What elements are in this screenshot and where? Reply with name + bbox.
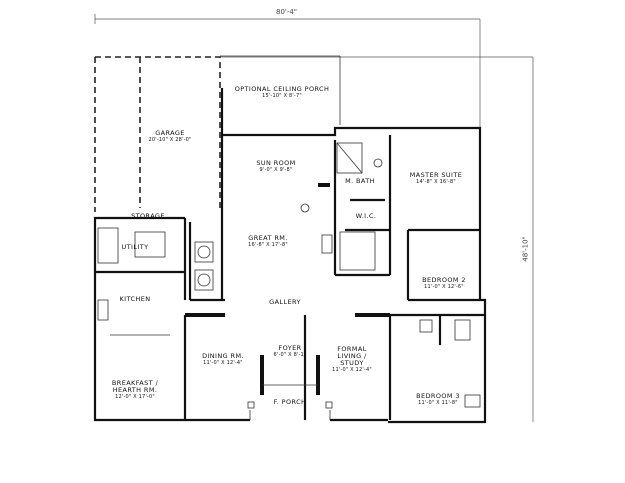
overall-width-label: 80'-4" [276, 8, 298, 16]
room-storage: STORAGE [131, 212, 165, 220]
room-fporch: F. PORCH [273, 398, 307, 406]
porch-outline [220, 55, 341, 125]
fixtures [97, 142, 481, 408]
front-porch [247, 384, 333, 420]
overall-depth-label: 48'-10" [521, 236, 530, 262]
room-utility: UTILITY [121, 243, 149, 251]
room-bath: M. BATH [345, 177, 375, 185]
room-breakfast: BREAKFAST / HEARTH RM.12'-0" X 17'-0" [111, 379, 159, 401]
room-dining: DINING RM.11'-0" X 12'-4" [202, 352, 244, 367]
interior-walls [95, 135, 485, 420]
room-wic: W.I.C. [355, 212, 377, 220]
exterior-walls [93, 88, 487, 424]
garage-outline [94, 56, 221, 212]
room-great: GREAT RM.16'-8" X 17'-8" [248, 234, 288, 249]
room-kitchen: KITCHEN [119, 295, 151, 303]
room-gallery: GALLERY [269, 298, 301, 306]
